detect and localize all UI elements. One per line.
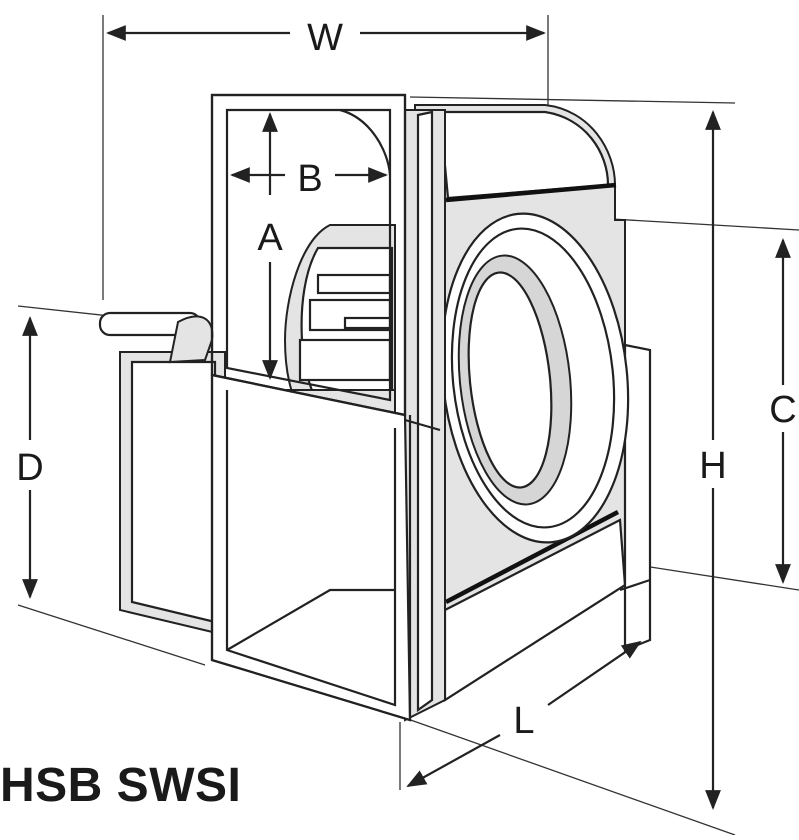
- dimension-b: B: [230, 158, 388, 200]
- dim-label-h: H: [699, 445, 726, 487]
- dim-label-b: B: [297, 158, 322, 200]
- dimension-d: D: [16, 316, 44, 599]
- fan-wheel: [283, 224, 396, 433]
- lower-frame: [210, 373, 441, 722]
- dim-label-a: A: [257, 217, 283, 259]
- dim-label-d: D: [16, 447, 43, 489]
- dim-label-c: C: [769, 389, 796, 431]
- housing-side-plate: [404, 109, 446, 722]
- dimension-c: C: [769, 238, 797, 584]
- dimension-a: A: [257, 112, 283, 380]
- dimension-l: L: [406, 640, 642, 787]
- model-title: HSB SWSI: [0, 759, 242, 812]
- motor-shaft: [98, 311, 214, 364]
- inlet-cone: [440, 212, 630, 544]
- dimension-w: W: [106, 17, 546, 59]
- dim-label-w: W: [307, 17, 343, 59]
- dimension-h: H: [699, 110, 727, 810]
- dim-label-l: L: [513, 700, 534, 742]
- motor-base-box: [119, 351, 226, 637]
